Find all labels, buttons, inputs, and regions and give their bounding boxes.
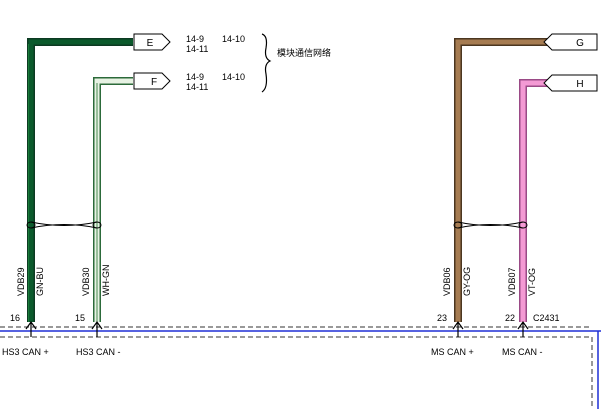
- signal-ms-can-minus: MS CAN -: [502, 347, 543, 357]
- pin-arrow-22: [517, 320, 529, 337]
- connector-f-label: F: [151, 77, 157, 88]
- network-label: 模块通信网络: [277, 47, 331, 58]
- pin-23: 23: [437, 313, 447, 323]
- signal-hs3-can-minus: HS3 CAN -: [76, 347, 121, 357]
- wire-vdb06: [454, 38, 551, 322]
- connector-h: H: [543, 74, 598, 92]
- twisted-pair-left: [26, 221, 102, 229]
- pin-arrow-15: [91, 320, 103, 337]
- pin-15: 15: [75, 313, 85, 323]
- circuit-vdb30: VDB30: [81, 267, 91, 296]
- xref-f-2: 14-11: [186, 82, 208, 92]
- connector-e-label: E: [147, 38, 154, 49]
- xref-e-2: 14-11: [186, 44, 208, 54]
- circuit-vdb29: VDB29: [16, 267, 26, 296]
- signal-hs3-can-plus: HS3 CAN +: [2, 347, 49, 357]
- xref-f-1: 14-9: [186, 72, 204, 82]
- xref-f-3: 14-10: [222, 72, 245, 82]
- wire-vdb29: [27, 38, 133, 322]
- connector-g: G: [543, 33, 598, 51]
- xref-e-1: 14-9: [186, 34, 204, 44]
- wire-vdb30: [93, 77, 133, 322]
- pin-22: 22: [505, 313, 515, 323]
- connector-g-label: G: [576, 38, 584, 49]
- circuit-vdb07: VDB07: [507, 267, 517, 296]
- colorcode-vdb07: VT-OG: [527, 268, 537, 296]
- colorcode-vdb06: GY-OG: [462, 267, 472, 296]
- xref-f: 14-9 14-11 14-10: [186, 72, 245, 92]
- wire-vdb07: [519, 79, 551, 322]
- brace-icon: [261, 33, 272, 93]
- module-connector-id: C2431: [533, 313, 560, 323]
- wire-labels: VDB29 GN-BU VDB30 WH-GN VDB06 GY-OG VDB0…: [16, 265, 537, 297]
- pin-arrow-16: [25, 320, 37, 337]
- connector-f: F: [133, 72, 171, 90]
- colorcode-vdb30: WH-GN: [101, 265, 111, 297]
- signal-ms-can-plus: MS CAN +: [431, 347, 474, 357]
- module-box: [0, 326, 601, 409]
- twisted-pair-right: [453, 221, 528, 229]
- connector-h-label: H: [576, 79, 583, 90]
- colorcode-vdb29: GN-BU: [35, 267, 45, 296]
- pin-arrows: [25, 320, 529, 337]
- circuit-vdb06: VDB06: [442, 267, 452, 296]
- pin-16: 16: [10, 313, 20, 323]
- pin-arrow-23: [452, 320, 464, 337]
- connector-e: E: [133, 33, 171, 51]
- xref-e-3: 14-10: [222, 34, 245, 44]
- xref-e: 14-9 14-11 14-10: [186, 34, 245, 54]
